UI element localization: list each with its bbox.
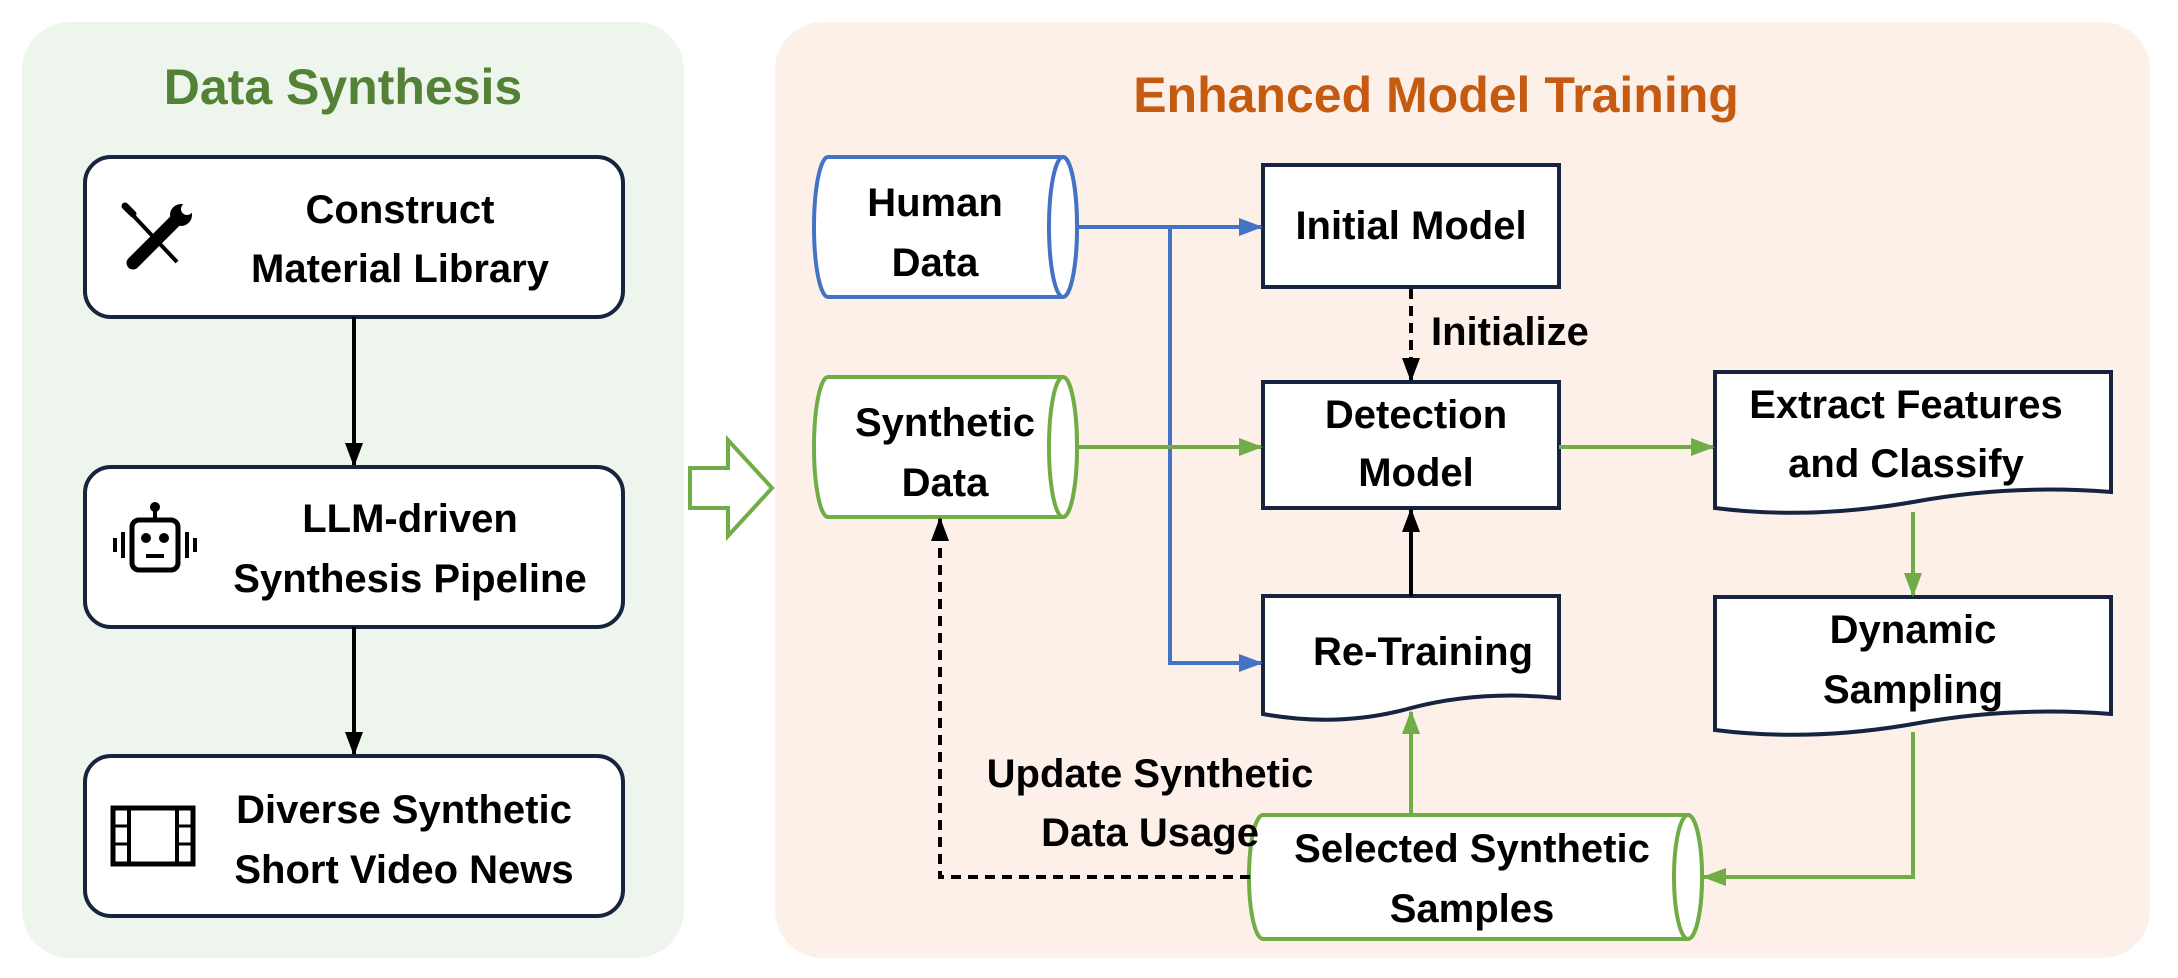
selected-samples-line2: Samples: [1390, 887, 1555, 931]
llm-synthesis-pipeline-line1: LLM-driven: [302, 497, 518, 541]
selected-samples-cylinder: Selected Synthetic Samples: [1247, 813, 1704, 941]
initial-model-box: Initial Model: [1261, 163, 1561, 289]
robot-icon: [113, 502, 197, 573]
diverse-synthetic-news-line1: Diverse Synthetic: [236, 788, 572, 832]
dynamic-sampling-line1: Dynamic: [1830, 608, 1997, 652]
arrow-update-synthetic-usage: [931, 517, 1250, 879]
arrow-dynamic-to-selected: [1702, 732, 1915, 886]
arrow-human-to-retraining: [1168, 227, 1263, 672]
detection-model-line1: Detection: [1325, 393, 1507, 437]
film-strip-icon: [110, 805, 196, 867]
diverse-synthetic-news-line2: Short Video News: [234, 848, 573, 892]
construct-material-library-line2: Material Library: [251, 247, 550, 291]
llm-synthesis-pipeline-line2: Synthesis Pipeline: [233, 557, 586, 601]
retraining-box: Re-Training: [1261, 594, 1561, 722]
detection-model-box: Detection Model: [1261, 380, 1561, 510]
dynamic-sampling-box: Dynamic Sampling: [1713, 595, 2113, 737]
data-synthesis-title: Data Synthesis: [164, 59, 522, 115]
enhanced-model-training-title: Enhanced Model Training: [1133, 67, 1739, 123]
extract-features-box: Extract Features and Classify: [1713, 370, 2113, 515]
data-synthesis-panel: Data Synthesis Construct Material Librar…: [22, 22, 684, 958]
synthetic-data-line1: Synthetic: [855, 401, 1035, 445]
human-data-cylinder: Human Data: [812, 155, 1079, 299]
detection-model-line2: Model: [1358, 451, 1474, 495]
synthetic-data-cylinder: Synthetic Data: [812, 375, 1079, 519]
construct-material-library-box: Construct Material Library: [83, 155, 625, 319]
retraining-label: Re-Training: [1313, 630, 1533, 674]
extract-features-line1: Extract Features: [1749, 383, 2062, 427]
update-usage-line1: Update Synthetic: [987, 752, 1314, 796]
human-data-line1: Human: [867, 181, 1003, 225]
update-usage-line2: Data Usage: [1041, 811, 1259, 855]
human-data-line2: Data: [892, 241, 979, 285]
construct-material-library-line1: Construct: [306, 188, 495, 232]
wrench-screwdriver-icon: [121, 202, 193, 270]
llm-synthesis-pipeline-box: LLM-driven Synthesis Pipeline: [83, 465, 625, 629]
initialize-label: Initialize: [1431, 310, 1589, 354]
enhanced-model-training-panel: Enhanced Model Training Human Data Synth…: [775, 22, 2150, 958]
hollow-right-arrow-icon: [688, 434, 775, 542]
extract-features-line2: and Classify: [1788, 442, 2024, 486]
synthetic-data-line2: Data: [902, 461, 989, 505]
dynamic-sampling-line2: Sampling: [1823, 668, 2003, 712]
initial-model-label: Initial Model: [1295, 204, 1526, 248]
selected-samples-line1: Selected Synthetic: [1294, 827, 1650, 871]
diverse-synthetic-news-box: Diverse Synthetic Short Video News: [83, 754, 625, 918]
